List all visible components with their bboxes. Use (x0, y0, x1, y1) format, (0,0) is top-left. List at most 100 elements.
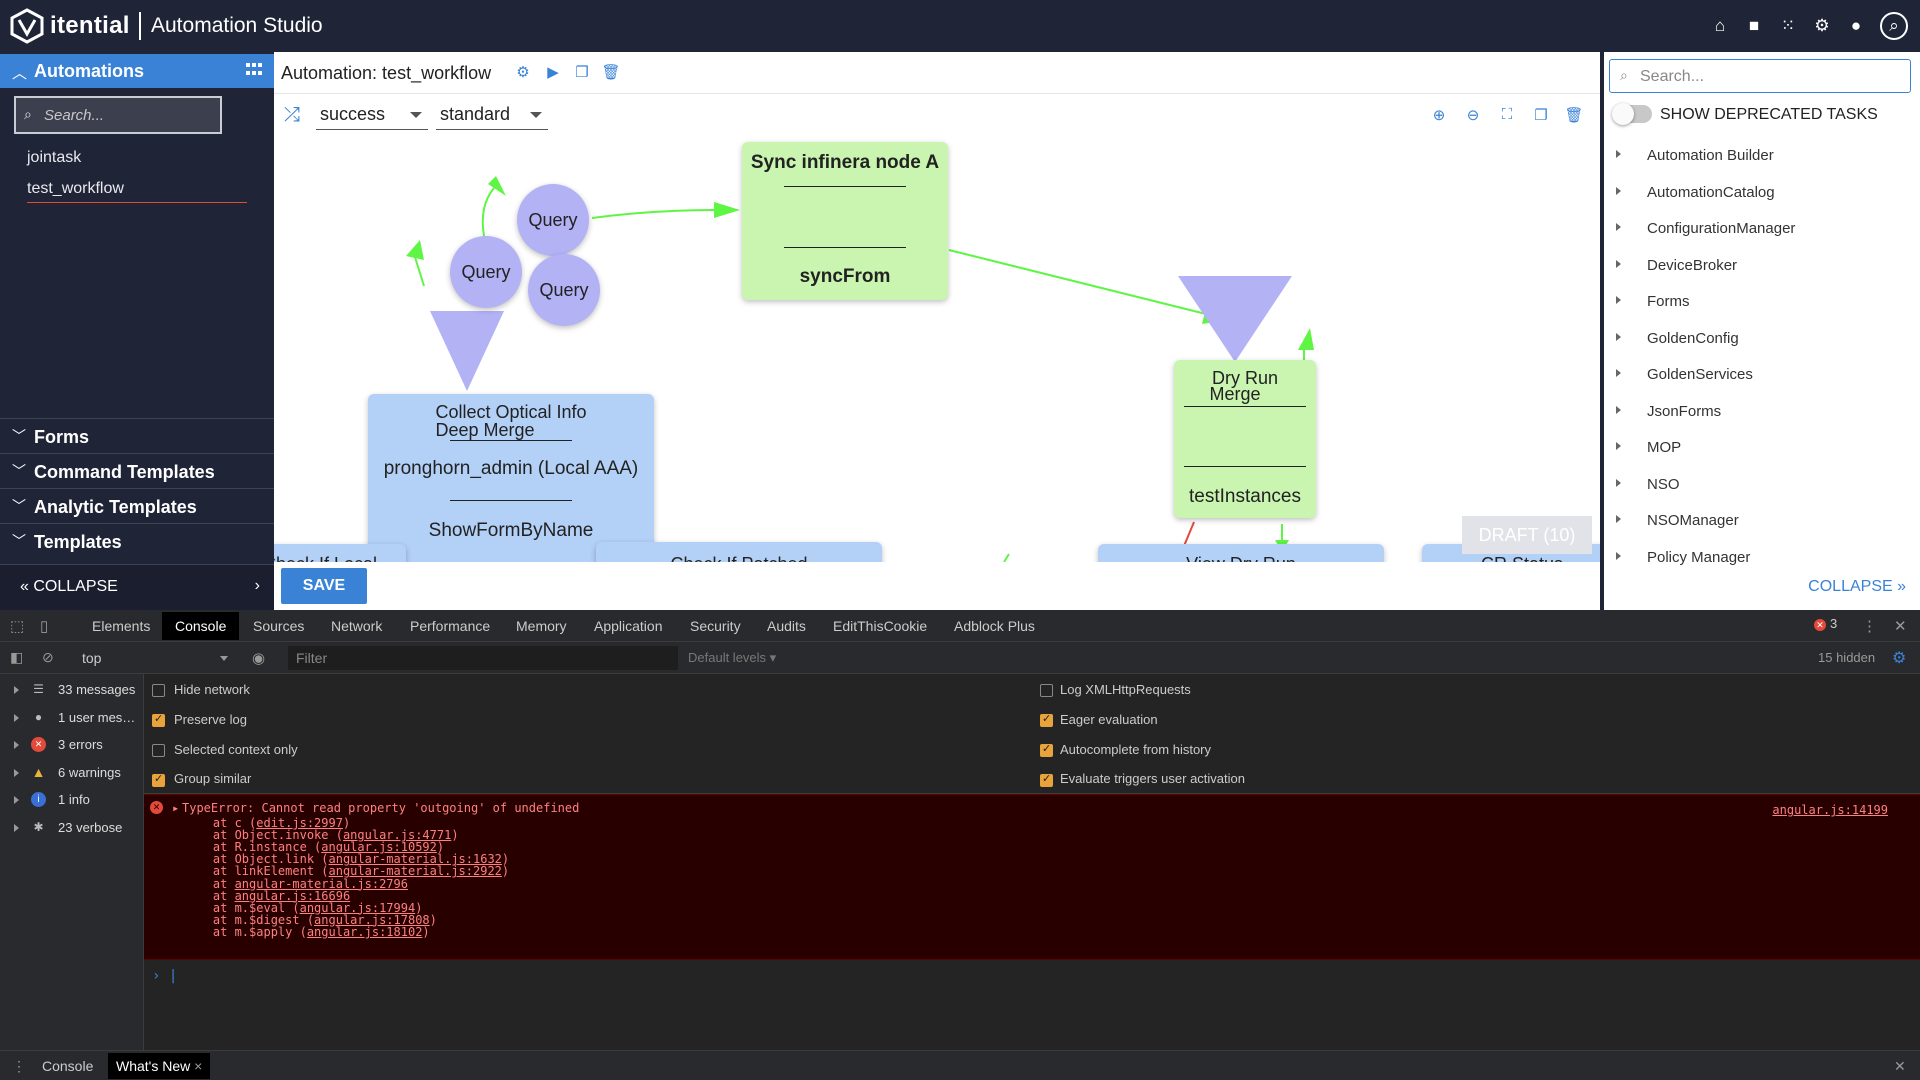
eager-evaluation-checkbox[interactable] (1040, 712, 1053, 727)
preserve-log-checkbox[interactable] (152, 712, 165, 727)
console-error-message[interactable]: ✕ ▸ TypeError: Cannot read property 'out… (144, 794, 1920, 960)
drawer-menu-icon[interactable]: ⋮ (12, 1058, 26, 1074)
console-filter-input[interactable] (288, 646, 678, 670)
deprecated-tasks-toggle[interactable] (1612, 103, 1652, 125)
app-item[interactable]: NSOManager (1604, 507, 1920, 537)
console-filter-warnings[interactable]: ▲6 warnings (0, 761, 144, 785)
close-tab-icon[interactable]: × (194, 1058, 203, 1074)
more-options-icon[interactable]: ⋮ (1862, 618, 1877, 635)
devtools-tab-security[interactable]: Security (690, 618, 741, 634)
devtools-tab-network[interactable]: Network (331, 618, 383, 634)
console-prompt[interactable]: › | (152, 968, 178, 984)
close-drawer-icon[interactable]: ✕ (1894, 1058, 1906, 1074)
stack-source-link[interactable]: angular.js:18102 (306, 924, 423, 939)
app-item[interactable]: DeviceBroker (1604, 252, 1920, 282)
stack-source-link[interactable]: angular-material.js:1632 (328, 852, 502, 867)
devtools-tab-application[interactable]: Application (594, 618, 663, 634)
inspect-element-icon[interactable]: ⬚ (10, 618, 25, 635)
zoom-in-icon[interactable]: ⊕ (1432, 107, 1446, 124)
delete-icon[interactable]: 🗑 (601, 64, 621, 81)
drawer-tab-whats-new[interactable]: What's New × (108, 1053, 211, 1079)
zoom-out-icon[interactable]: ⊖ (1466, 107, 1480, 124)
devtools-tab-elements[interactable]: Elements (92, 618, 151, 634)
eye-icon[interactable]: ◉ (252, 650, 266, 667)
drawer-tab-console[interactable]: Console (42, 1058, 94, 1074)
console-settings-gear-icon[interactable]: ⚙ (1892, 650, 1907, 667)
autocomplete-history-checkbox[interactable] (1040, 742, 1053, 757)
shuffle-icon[interactable]: ⤮ (284, 104, 300, 126)
hide-network-checkbox[interactable] (152, 684, 165, 697)
fit-screen-icon[interactable]: ⛶ (1501, 106, 1513, 123)
partial-node-view-dry-run[interactable]: View Dry Run (1098, 544, 1384, 562)
devtools-tab-memory[interactable]: Memory (516, 618, 567, 634)
stack-source-link[interactable]: angular.js:17994 (299, 900, 416, 915)
automations-search-input[interactable] (44, 104, 214, 126)
context-select[interactable]: top (82, 650, 102, 666)
panel-divider[interactable] (1600, 52, 1604, 610)
stack-source-link[interactable]: angular-material.js:2922 (328, 864, 502, 879)
copy-icon[interactable]: ❐ (575, 64, 589, 81)
apps-grid-icon[interactable]: ⁙ (1780, 16, 1796, 35)
section-forms[interactable]: ﹀ Forms (0, 418, 274, 452)
devtools-tab-sources[interactable]: Sources (253, 618, 305, 634)
search-icon[interactable]: ⌕ (1880, 12, 1908, 40)
stack-source-link[interactable]: edit.js:2997 (256, 816, 343, 830)
grid-view-icon[interactable] (246, 63, 262, 77)
workflow-canvas[interactable]: Query Query Query Sync infinera node A s… (274, 136, 1600, 562)
query-node[interactable]: Query (528, 254, 600, 326)
group-similar-checkbox[interactable] (152, 772, 165, 787)
app-item[interactable]: GoldenServices (1604, 361, 1920, 391)
collect-node[interactable]: Collect Optical Info Deep Merge pronghor… (368, 394, 654, 562)
duplicate-icon[interactable]: ❐ (1534, 107, 1548, 124)
partial-node-check-local[interactable]: Check If Local (274, 544, 406, 562)
app-item[interactable]: Policy Manager (1604, 544, 1920, 574)
app-item[interactable]: MOP (1604, 434, 1920, 464)
console-filter-messages[interactable]: ☰33 messages (0, 678, 144, 702)
error-expand-arrow-icon[interactable]: ▸ (172, 801, 180, 815)
section-command-templates[interactable]: ﹀ Command Templates (0, 453, 274, 487)
sidebar-collapse-button[interactable]: « COLLAPSE › (0, 564, 274, 610)
user-icon[interactable]: ● (1850, 16, 1862, 35)
save-button[interactable]: SAVE (281, 568, 367, 604)
app-item[interactable]: JsonForms (1604, 398, 1920, 428)
app-item[interactable]: GoldenConfig (1604, 325, 1920, 355)
transition-select[interactable]: success (316, 100, 428, 130)
selected-context-checkbox[interactable] (152, 744, 165, 757)
automation-item-test-workflow[interactable]: test_workflow (27, 180, 124, 197)
stack-source-link[interactable]: angular.js:4771 (342, 828, 452, 843)
app-item[interactable]: NSO (1604, 471, 1920, 501)
settings-gear-icon[interactable]: ⚙ (516, 64, 530, 81)
automation-item-jointask[interactable]: jointask (27, 149, 82, 166)
console-filter-errors[interactable]: ✕3 errors (0, 733, 144, 757)
console-filter-user[interactable]: ●1 user mes… (0, 706, 144, 730)
devtools-tab-adblock-plus[interactable]: Adblock Plus (954, 618, 1035, 634)
section-templates[interactable]: ﹀ Templates (0, 523, 274, 557)
partial-node-check-patched[interactable]: Check If Patched (596, 542, 882, 562)
gear-icon[interactable]: ⚙ (1814, 16, 1830, 35)
app-item[interactable]: ConfigurationManager (1604, 215, 1920, 245)
devtools-tab-performance[interactable]: Performance (410, 618, 491, 634)
devtools-tab-console[interactable]: Console (162, 612, 240, 640)
close-devtools-icon[interactable]: ✕ (1894, 618, 1907, 635)
stack-source-link[interactable]: angular.js:16696 (234, 888, 351, 903)
play-icon[interactable]: ▶ (547, 64, 559, 81)
error-source-link[interactable]: angular.js:14199 (1772, 803, 1888, 817)
devtools-tab-audits[interactable]: Audits (767, 618, 806, 634)
sidebar-toggle-icon[interactable]: ◧ (10, 649, 24, 665)
log-xhr-checkbox[interactable] (1040, 684, 1053, 697)
task-search-input[interactable] (1640, 66, 1900, 88)
app-item[interactable]: Automation Builder (1604, 142, 1920, 172)
device-toggle-icon[interactable]: ▯ (40, 618, 49, 635)
type-select[interactable]: standard (436, 100, 548, 130)
query-node[interactable]: Query (517, 184, 589, 256)
evaluate-triggers-checkbox[interactable] (1040, 772, 1053, 787)
home-icon[interactable]: ⌂ (1714, 16, 1726, 35)
clear-console-icon[interactable]: ⊘ (42, 649, 54, 665)
briefcase-icon[interactable]: ■ (1748, 16, 1760, 35)
query-node[interactable]: Query (450, 236, 522, 308)
dryrun-node[interactable]: Dry Run Merge testInstances (1174, 360, 1316, 518)
log-levels-select[interactable]: Default levels ▾ (688, 650, 777, 665)
stack-source-link[interactable]: angular.js:17808 (314, 912, 430, 927)
app-item[interactable]: Forms (1604, 288, 1920, 318)
stack-source-link[interactable]: angular-material.js:2796 (234, 876, 408, 891)
